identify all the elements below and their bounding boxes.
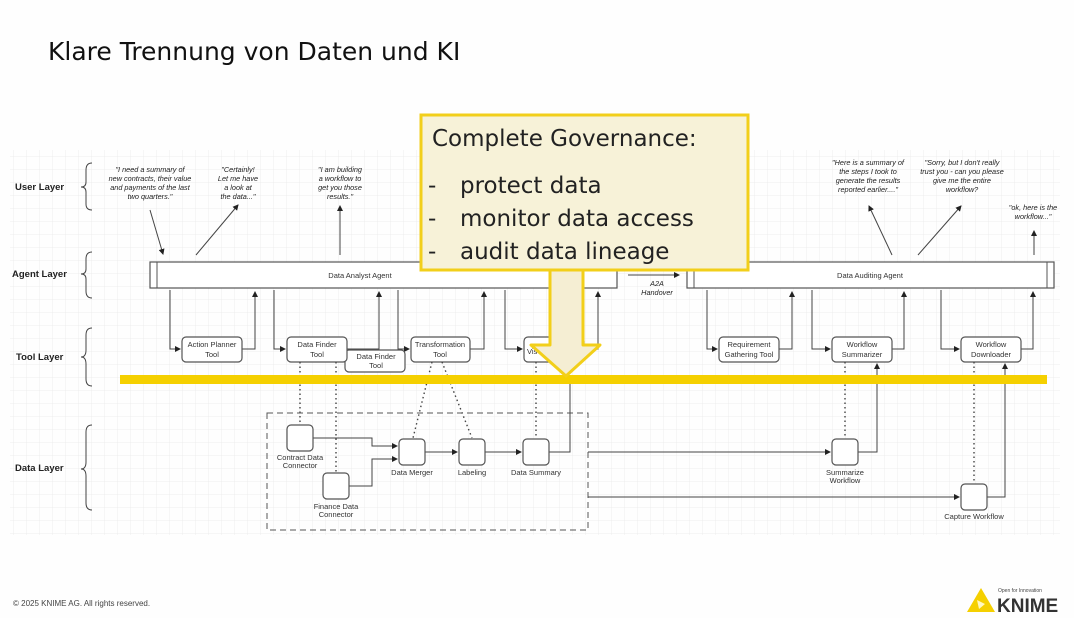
- svg-text:Capture Workflow: Capture Workflow: [944, 512, 1004, 521]
- layer-label-data: Data Layer: [15, 463, 64, 474]
- layer-label-user: User Layer: [15, 182, 64, 193]
- tool-connectors: [169, 290, 1036, 352]
- separation-bar: [120, 375, 1047, 384]
- governance-heading: Complete Governance:: [432, 126, 697, 152]
- user-arrows: [149, 204, 1037, 256]
- agent-label: Data Analyst Agent: [328, 271, 392, 280]
- layer-label-tool: Tool Layer: [16, 352, 64, 363]
- svg-text:Labeling: Labeling: [458, 468, 486, 477]
- governance-bullet: monitor data access: [460, 206, 694, 232]
- node-capture-workflow[interactable]: Capture Workflow: [944, 483, 1004, 521]
- brace-icons: [80, 162, 93, 511]
- data-flow-lines: [313, 363, 1008, 500]
- slide-title: Klare Trennung von Daten und KI: [48, 37, 460, 66]
- bullet-marker: -: [428, 173, 436, 199]
- svg-text:Data Merger: Data Merger: [391, 468, 433, 477]
- knime-triangle-icon: [967, 588, 995, 612]
- bullet-marker: -: [428, 239, 436, 265]
- brace-icon: [80, 327, 93, 387]
- svg-text:Vis: Vis: [527, 347, 538, 356]
- svg-text:Data Summary: Data Summary: [511, 468, 561, 477]
- copyright: © 2025 KNIME AG. All rights reserved.: [13, 599, 150, 608]
- data-boundary: [266, 412, 589, 531]
- governance-bullet: protect data: [460, 173, 602, 199]
- node-labeling[interactable]: Labeling: [458, 438, 486, 477]
- brace-icon: [80, 424, 93, 511]
- bullet-marker: -: [428, 206, 436, 232]
- brace-icon: [80, 162, 93, 211]
- agent-label: Data Auditing Agent: [837, 271, 904, 280]
- node-data-summary[interactable]: Data Summary: [511, 438, 561, 477]
- node-data-merger[interactable]: Data Merger: [391, 438, 433, 477]
- brace-icon: [80, 251, 93, 299]
- svg-text:KNIME: KNIME: [997, 596, 1058, 617]
- knime-logo: Open for Innovation KNIME: [967, 588, 1058, 617]
- svg-text:Open for Innovation: Open for Innovation: [998, 588, 1042, 594]
- layer-label-agent: Agent Layer: [12, 269, 67, 280]
- governance-bullet: audit data lineage: [460, 239, 669, 265]
- layer-labels: User Layer Agent Layer Tool Layer Data L…: [12, 162, 93, 511]
- governance-callout: Complete Governance: - protect data - mo…: [419, 113, 750, 272]
- down-arrow-icon: [529, 268, 602, 378]
